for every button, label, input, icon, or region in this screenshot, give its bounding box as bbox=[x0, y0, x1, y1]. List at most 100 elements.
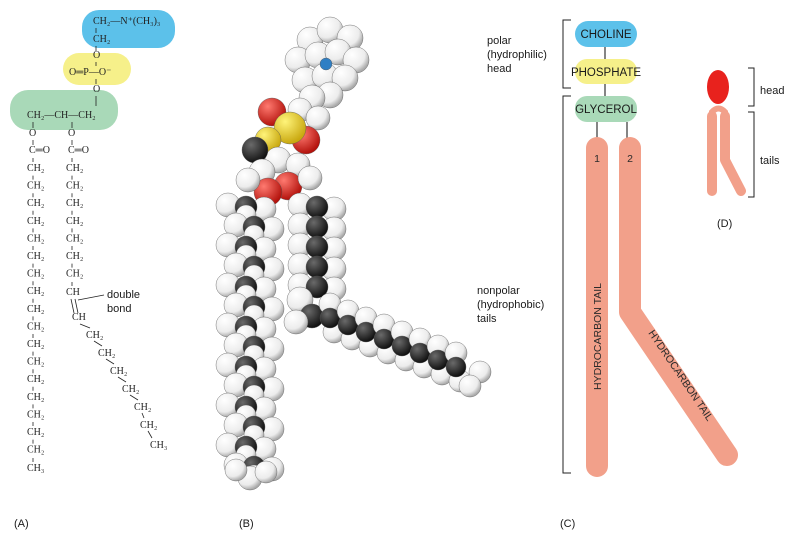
hydrogen-atom bbox=[331, 64, 359, 92]
ch2-unit: CH₂ bbox=[98, 348, 115, 359]
hydrogen-atom bbox=[297, 165, 323, 191]
carbonyl-right: C═O bbox=[68, 145, 89, 156]
ch2-unit: CH₂ bbox=[27, 233, 44, 244]
panel-d-cartoon: head tails (D) bbox=[707, 67, 784, 230]
chain-b-ch3: CH₃ bbox=[150, 440, 167, 451]
tail-number-2: 2 bbox=[627, 153, 633, 165]
nitrogen-atom bbox=[319, 57, 333, 71]
carbon-atom bbox=[305, 235, 329, 259]
atom-spheres bbox=[215, 16, 492, 491]
hydrogen-atom bbox=[254, 460, 278, 484]
cartoon-head-label: head bbox=[760, 85, 784, 97]
cartoon-tail-2 bbox=[720, 111, 746, 196]
panel-label-a: (A) bbox=[14, 518, 29, 530]
ch2-unit: CH₂ bbox=[27, 251, 44, 262]
glycerol-group-text: CH₂—CH—CH₂ bbox=[27, 110, 96, 121]
phosphate-box bbox=[575, 59, 637, 84]
panel-c-schematic: polar (hydrophilic) head nonpolar (hydro… bbox=[477, 19, 738, 530]
glycerol-box-label: GLYCEROL bbox=[575, 104, 637, 116]
panel-label-d: (D) bbox=[717, 218, 732, 230]
choline-group-text: CH₂—N⁺(CH₃)₃ bbox=[93, 16, 160, 27]
ch2-unit: CH₂ bbox=[66, 269, 83, 280]
carbon-atom bbox=[305, 255, 329, 279]
ch2-unit: CH₂ bbox=[27, 392, 44, 403]
ch2-unit: CH₂ bbox=[27, 163, 44, 174]
polar-label-2: (hydrophilic) bbox=[487, 49, 547, 61]
nonpolar-label-1: nonpolar bbox=[477, 285, 520, 297]
ch2-unit: CH₂ bbox=[27, 445, 44, 456]
ch2-unit: CH₂ bbox=[27, 409, 44, 420]
phosphate-o-bottom: O bbox=[93, 84, 100, 95]
cartoon-tails-bracket bbox=[748, 111, 755, 198]
hydrogen-atom bbox=[283, 309, 309, 335]
ch2-unit: CH₂ bbox=[134, 402, 151, 413]
carbon-atom bbox=[305, 195, 329, 219]
ch2-unit: CH₂ bbox=[66, 181, 83, 192]
ch2-unit: CH₂ bbox=[110, 366, 127, 377]
carbon-atom bbox=[305, 275, 329, 299]
ch2-unit: CH₂ bbox=[27, 321, 44, 332]
ch2-unit: CH₂ bbox=[140, 420, 157, 431]
chain-b-ch2-group: CH₂CH₂CH₂CH₂CH₂CH₂CH₂CHCHCH₂CH₂CH₂CH₂CH₂… bbox=[66, 158, 157, 439]
panel-b-spacefill-model: (B) bbox=[215, 16, 492, 530]
glycerol-box bbox=[575, 96, 637, 122]
cartoon-head-bracket bbox=[748, 67, 755, 107]
choline-highlight bbox=[82, 10, 175, 48]
ch2-unit: CH₂ bbox=[66, 198, 83, 209]
choline-box-label: CHOLINE bbox=[580, 29, 631, 41]
glycerol-highlight bbox=[10, 90, 118, 130]
ch2-unit: CH₂ bbox=[27, 427, 44, 438]
polar-label-1: polar bbox=[487, 35, 512, 47]
choline-ch2-text: CH₂ bbox=[93, 34, 110, 45]
double-bond-label-line2: bond bbox=[107, 303, 131, 315]
panel-label-c: (C) bbox=[560, 518, 575, 530]
ch2-unit: CH₂ bbox=[27, 304, 44, 315]
hydrogen-atom bbox=[224, 458, 248, 482]
ch2-unit: CH₂ bbox=[66, 216, 83, 227]
double-bond-label-line1: double bbox=[107, 289, 140, 301]
ch2-unit: CH₂ bbox=[27, 216, 44, 227]
ch2-unit: CH₂ bbox=[27, 374, 44, 385]
ch2-unit: CH₂ bbox=[86, 330, 103, 341]
phosphate-box-label: PHOSPHATE bbox=[571, 67, 641, 79]
tail-2-label: HYDROCARBON TAIL bbox=[646, 328, 716, 424]
hydrogen-atom bbox=[235, 167, 261, 193]
ch2-unit: CH₂ bbox=[122, 384, 139, 395]
phosphorus-atom bbox=[273, 111, 307, 145]
panel-label-b: (B) bbox=[239, 518, 254, 530]
tail-number-1: 1 bbox=[594, 153, 600, 165]
cartoon-head bbox=[707, 70, 729, 104]
phosphate-group-text: O═P—O⁻ bbox=[69, 67, 111, 78]
carbon-atom bbox=[305, 215, 329, 239]
tails-bracket bbox=[562, 95, 571, 474]
choline-box bbox=[575, 21, 637, 47]
ch2-unit: CH₂ bbox=[66, 233, 83, 244]
nonpolar-label-3: tails bbox=[477, 313, 497, 325]
ch2-unit: CH₂ bbox=[27, 181, 44, 192]
hydrocarbon-tail-2 bbox=[619, 137, 738, 466]
carbonyl-left: C═O bbox=[29, 145, 50, 156]
phosphate-highlight bbox=[63, 53, 131, 85]
ch2-unit: CH₂ bbox=[27, 286, 44, 297]
chain-a-ch2-group: CH₂ CH₂ CH₂ CH₂ CH₂ CH₂ CH₂ CH₂ CH₂ CH₂ CH₂ CH₂ CH₂ C… bbox=[27, 158, 44, 462]
head-bracket bbox=[562, 19, 571, 89]
ester-o-right: O bbox=[68, 128, 75, 139]
phosphate-o-top: O bbox=[93, 50, 100, 61]
hydrogen-atom bbox=[458, 374, 482, 398]
polar-label-3: head bbox=[487, 63, 511, 75]
ch2-unit: CH₂ bbox=[27, 198, 44, 209]
nonpolar-label-2: (hydrophobic) bbox=[477, 299, 544, 311]
chain-a-ch3: CH₃ bbox=[27, 463, 44, 474]
ch-unit: CH bbox=[72, 312, 86, 323]
ester-o-left: O bbox=[29, 128, 36, 139]
hydrogen-atom bbox=[305, 105, 331, 131]
ch2-unit: CH₂ bbox=[27, 339, 44, 350]
ch2-unit: CH₂ bbox=[27, 269, 44, 280]
ch2-unit: CH₂ bbox=[27, 357, 44, 368]
tail-1-label: HYDROCARBON TAIL bbox=[592, 283, 604, 390]
carbon-atom bbox=[445, 356, 467, 378]
ch2-unit: CH₂ bbox=[66, 251, 83, 262]
cartoon-tails-label: tails bbox=[760, 155, 780, 167]
ch2-unit: CH₂ bbox=[66, 163, 83, 174]
